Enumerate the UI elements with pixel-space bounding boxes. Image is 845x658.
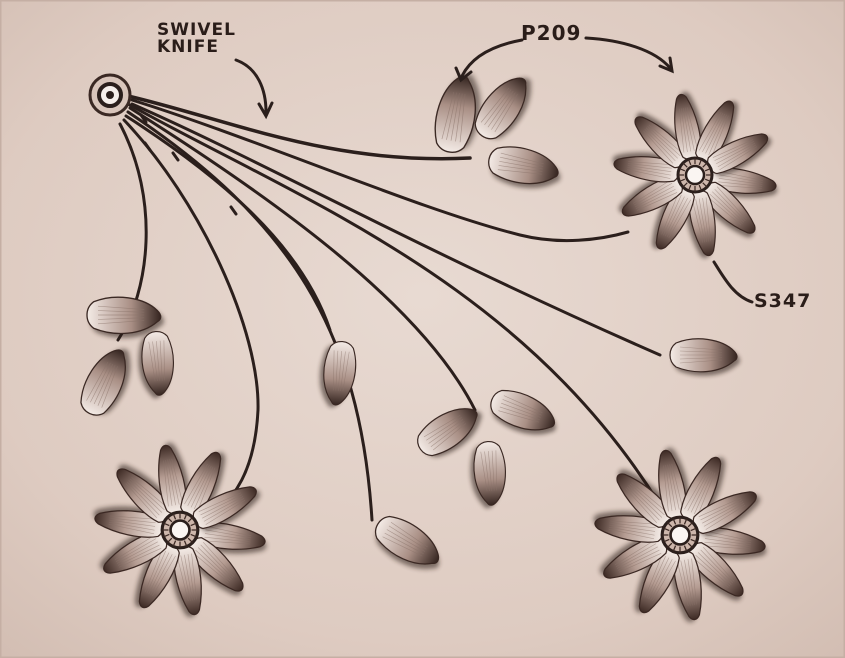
swivel-knife-label: SWIVEL KNIFE xyxy=(157,22,236,56)
s347-label: S347 xyxy=(754,293,811,310)
origin-seed-icon xyxy=(90,75,130,115)
swivel-label-line2: KNIFE xyxy=(157,39,236,56)
p209-label: P209 xyxy=(521,25,581,42)
